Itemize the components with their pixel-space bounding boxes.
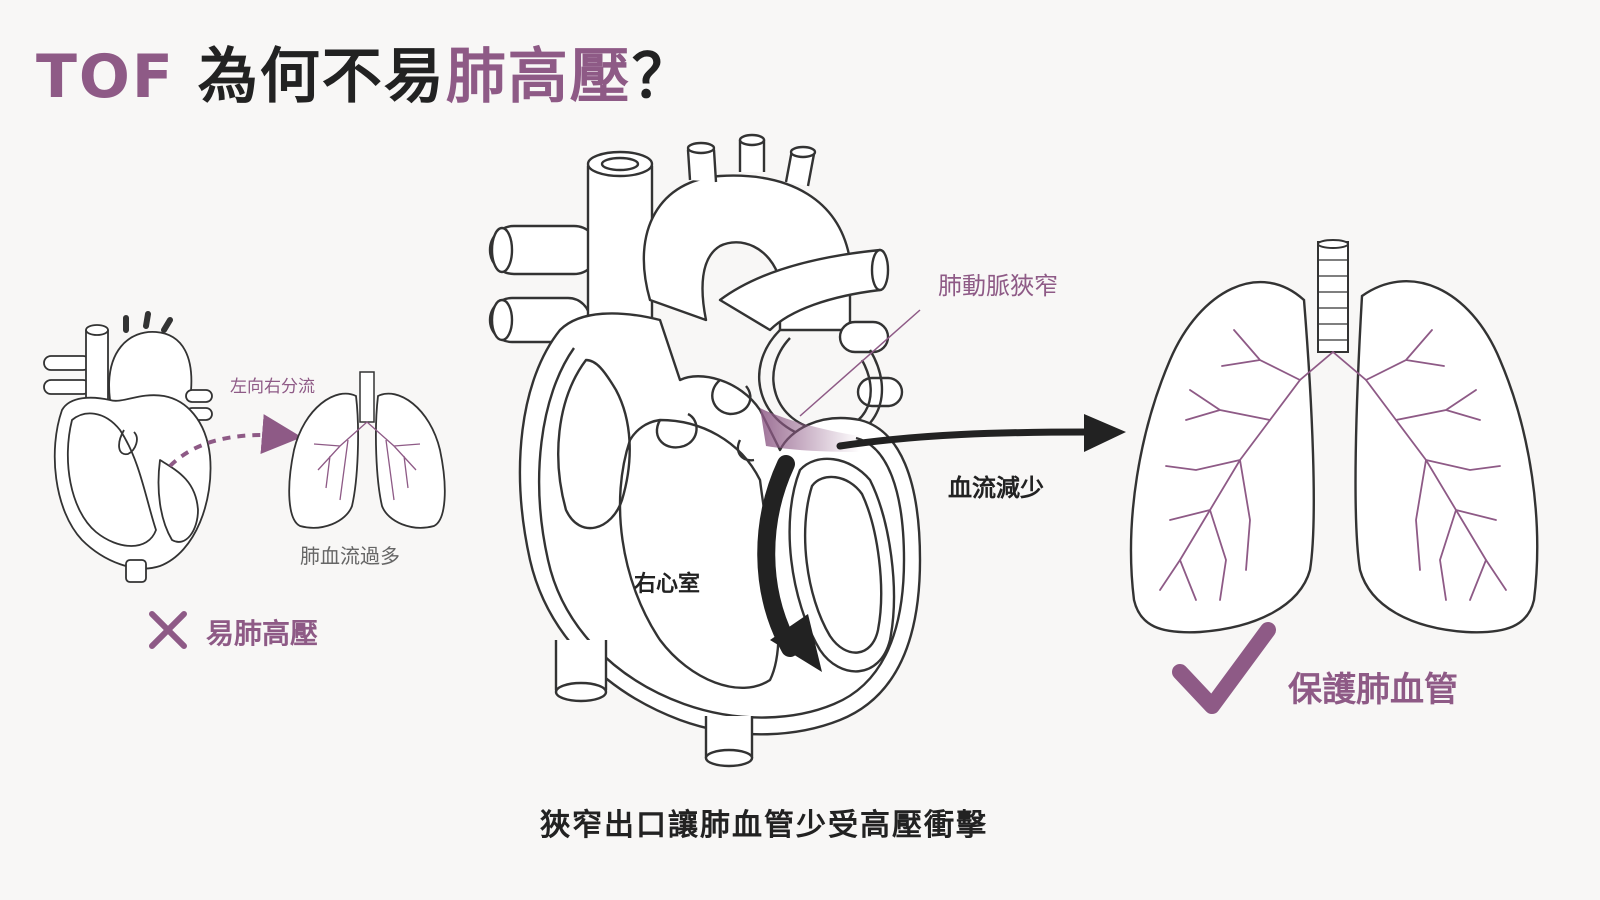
excess-flow-label: 肺血流過多 [300, 540, 400, 569]
protect-vessels-label: 保護肺血管 [1288, 662, 1458, 711]
reduced-flow-label: 血流減少 [948, 468, 1044, 503]
check-icon [1180, 630, 1268, 706]
cross-icon [152, 614, 184, 646]
small-heart-icon [44, 314, 212, 582]
right-ventricle-label: 右心室 [634, 566, 700, 598]
stenosis-label: 肺動脈狹窄 [938, 266, 1058, 301]
large-lungs-icon [1131, 240, 1537, 632]
shunt-label: 左向右分流 [230, 372, 315, 397]
caption: 狹窄出口讓肺血管少受高壓衝擊 [540, 800, 988, 844]
prone-to-ph-label: 易肺高壓 [206, 612, 318, 652]
